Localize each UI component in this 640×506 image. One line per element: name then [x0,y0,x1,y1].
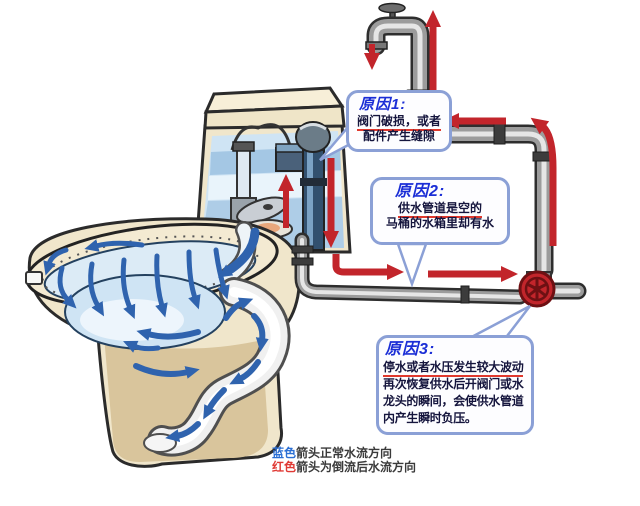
callout-3-line-2: 再次恢复供水后开阀门或水 [383,377,524,391]
legend-red-text: 箭头为倒流后水流方向 [296,460,417,474]
callout-3-line-4: 内产生瞬时负压。 [383,411,477,425]
callout-cause-2: 原因2: 供水管道是空的 马桶的水箱里却有水 [370,177,510,245]
legend-blue-text: 箭头正常水流方向 [296,446,393,460]
callout-2-title: 原因2: [395,183,446,200]
callout-3-line-3: 龙头的瞬间，会使供水管道 [383,394,524,408]
callout-2-line-2: 马桶的水箱里却有水 [385,216,494,230]
rim-bolt-cap [25,271,43,285]
legend-blue-word: 蓝色 [272,446,297,460]
supply-pipes [291,2,587,308]
shutoff-valve-wheel [518,270,556,308]
callout-cause-1: 原因1: 阀门破损，或者 配件产生缝隙 [346,90,452,152]
legend-blue-arrows: 蓝色箭头正常水流方向 [272,446,416,460]
callout-3-line-1: 停水或者水压发生较大波动 [383,360,524,377]
faucet-handle [378,2,406,14]
faucet [365,2,433,144]
callout-cause-3: 原因3: 停水或者水压发生较大波动 再次恢复供水后开阀门或水 龙头的瞬间，会使供… [376,335,534,435]
legend-red-word: 红色 [272,460,297,474]
callout-1-line-2: 配件产生缝隙 [362,129,435,143]
callout-1-line-1: 阀门破损，或者 [356,114,441,131]
rim-holes [41,235,259,301]
tank-fill-valve [230,123,304,205]
callout-1-title: 原因1: [359,96,407,113]
callout-2-line-1: 供水管道是空的 [397,201,482,218]
callout-3-title: 原因3: [385,341,436,358]
tank-flush-valve [230,196,293,239]
trap-outlet [143,433,177,453]
flush-inlet-arrow [217,227,260,278]
blue-flow-arrows [43,227,269,443]
faucet-spout [365,41,388,50]
legend-red-arrows: 红色箭头为倒流后水流方向 [272,460,416,474]
legend: 蓝色箭头正常水流方向 红色箭头为倒流后水流方向 [272,446,416,474]
float-ball [295,121,331,153]
